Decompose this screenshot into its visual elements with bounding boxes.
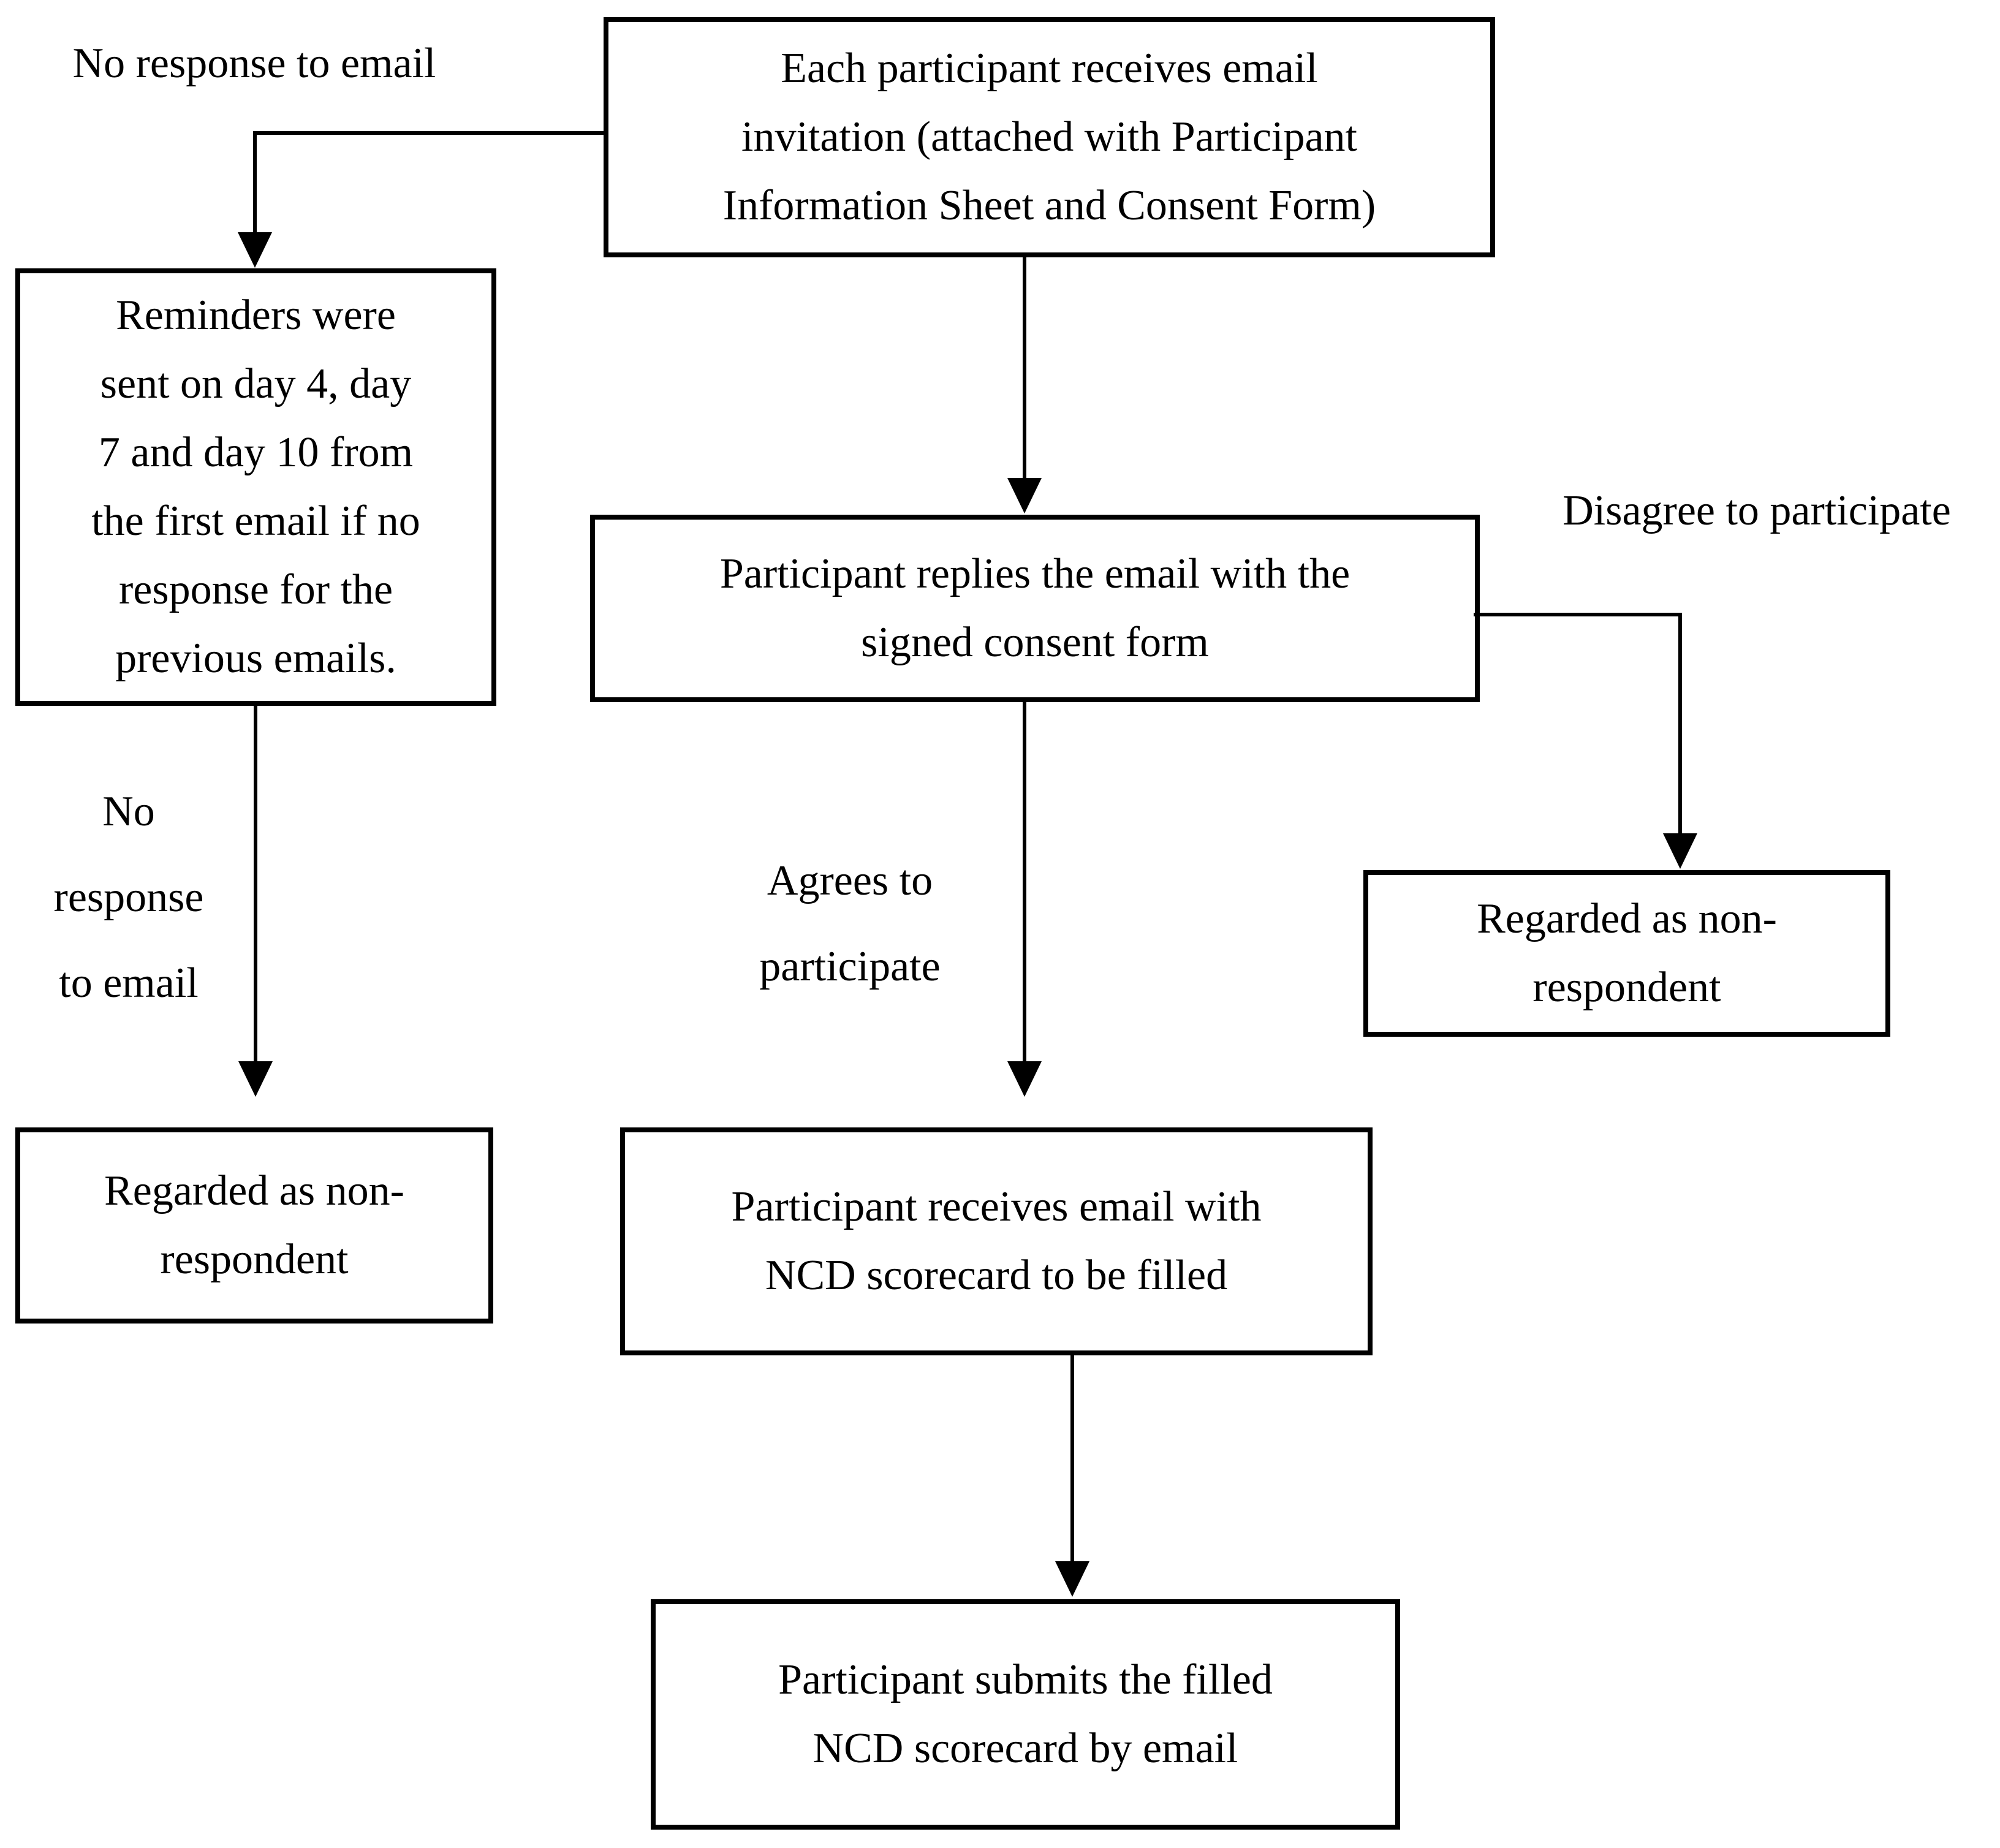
reminders-box: Reminders were sent on day 4, day 7 and …	[15, 268, 496, 706]
invitation-box-line: Information Sheet and Consent Form)	[722, 182, 1376, 229]
no-response-left-label-line: response	[53, 874, 204, 921]
connector-reminders-to-nonrespondent-left	[254, 706, 257, 1061]
connector-replies-to-nonrespondent-right-vertical	[1678, 613, 1682, 833]
reminders-box-line: Reminders were	[116, 292, 396, 339]
no-response-left-label-line: No	[102, 788, 155, 835]
scorecard-box-line: Participant receives email with	[731, 1183, 1262, 1230]
arrowhead-down-icon	[1007, 478, 1042, 513]
arrowhead-down-icon	[1055, 1561, 1089, 1597]
reminders-box-line: previous emails.	[115, 635, 396, 682]
disagree-label: Disagree to participate	[1513, 477, 2000, 545]
no-response-left-label: No response to email	[25, 769, 233, 1026]
submit-box-line: Participant submits the filled	[778, 1656, 1273, 1703]
agrees-label: Agrees to participate	[721, 838, 979, 1010]
agrees-label-line: participate	[759, 943, 941, 990]
nonrespondent-left-box-line: Regarded as non-	[104, 1167, 404, 1214]
nonrespondent-left-box-line: respondent	[160, 1236, 349, 1283]
reminders-box-line: the first email if no	[91, 498, 420, 545]
invitation-box: Each participant receives email invitati…	[604, 17, 1495, 257]
arrowhead-down-icon	[238, 1061, 273, 1097]
replies-box-line: Participant replies the email with the	[719, 550, 1350, 597]
connector-replies-to-scorecard	[1023, 702, 1026, 1061]
agrees-label-line: Agrees to	[767, 857, 933, 904]
invitation-box-line: Each participant receives email	[781, 45, 1318, 92]
nonrespondent-right-box-line: respondent	[1532, 964, 1721, 1011]
no-response-top-label: No response to email	[43, 29, 466, 98]
reminders-box-line: 7 and day 10 from	[98, 429, 414, 476]
reminders-box-line: sent on day 4, day	[100, 360, 412, 407]
submit-box: Participant submits the filled NCD score…	[651, 1599, 1400, 1830]
disagree-label-line: Disagree to participate	[1562, 487, 1951, 534]
no-response-top-label-line: No response to email	[72, 40, 436, 87]
submit-box-line: NCD scorecard by email	[813, 1725, 1238, 1772]
connector-invitation-to-reminders-vertical	[253, 131, 257, 232]
arrowhead-down-icon	[1663, 833, 1697, 869]
arrowhead-down-icon	[1007, 1061, 1042, 1097]
scorecard-box: Participant receives email with NCD scor…	[620, 1127, 1373, 1355]
nonrespondent-right-box: Regarded as non- respondent	[1363, 870, 1890, 1037]
replies-box: Participant replies the email with the s…	[590, 515, 1480, 702]
nonrespondent-left-box: Regarded as non- respondent	[15, 1127, 493, 1324]
replies-box-line: signed consent form	[861, 619, 1209, 666]
reminders-box-line: response for the	[118, 566, 393, 613]
connector-invitation-to-reminders-horizontal	[255, 131, 604, 135]
invitation-box-line: invitation (attached with Participant	[741, 113, 1357, 161]
nonrespondent-right-box-line: Regarded as non-	[1477, 895, 1777, 942]
connector-invitation-to-replies	[1023, 257, 1026, 478]
scorecard-box-line: NCD scorecard to be filled	[765, 1252, 1228, 1299]
connector-scorecard-to-submit	[1070, 1355, 1074, 1561]
arrowhead-down-icon	[238, 232, 272, 268]
connector-replies-to-nonrespondent-right-horizontal	[1474, 613, 1682, 616]
no-response-left-label-line: to email	[59, 960, 199, 1007]
